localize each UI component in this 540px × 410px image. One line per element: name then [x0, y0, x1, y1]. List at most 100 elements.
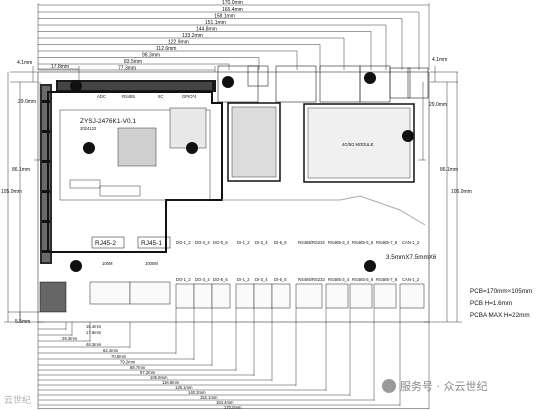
top-dimension-lines — [37, 3, 430, 80]
dim-top-0: 170.0mm — [222, 0, 243, 6]
top-connector-row: ADC RS485 IIC GPIO*4 — [56, 80, 216, 99]
module-title: ZYSJ-2476K1-V0.1 — [80, 118, 136, 125]
dim-top-5: 133.2mm — [182, 33, 203, 39]
label-gpio: GPIO*4 — [182, 94, 197, 99]
upper-label-8: RS485-5_6 — [352, 240, 374, 245]
upper-label-9: RS485-7_8 — [376, 240, 398, 245]
rj45-2-label: RJ45-2 — [95, 240, 116, 247]
upper-label-1: DO-3_4 — [195, 240, 210, 245]
dim-bottom-8: 97.2mm — [140, 370, 156, 375]
bottom-dimension-lines — [37, 308, 430, 409]
dim-bottom-3: 48.3mm — [86, 342, 102, 347]
dim-top-4: 144.8mm — [196, 27, 217, 33]
mount-hole-left-mid — [70, 80, 82, 92]
mount-hole-top-right — [364, 72, 376, 84]
lower-label-0: DO-1_2 — [176, 277, 191, 282]
lower-label-4: DI-3_4 — [255, 277, 268, 282]
bottom-terminal-blocks — [89, 281, 425, 309]
dim-bottom-9: 105.9mm — [150, 375, 168, 380]
pcb-outline — [37, 71, 430, 323]
board-routing-line — [222, 195, 426, 226]
g4-module — [303, 103, 415, 183]
lower-label-5: DI-5_6 — [274, 277, 287, 282]
mount-hole-top-center — [222, 76, 234, 88]
rj45-1-box — [137, 236, 171, 249]
dim-bottom-7: 88.7mm — [130, 365, 146, 370]
module-mount-hole-1 — [83, 142, 95, 154]
dim-bottom-15: 170.0mm — [224, 405, 242, 410]
dim-bottom-10: 116.8mm — [162, 380, 180, 385]
upper-label-2: DO-5_6 — [213, 240, 228, 245]
speed-label-1000m: 1000M — [145, 261, 158, 266]
lower-label-10: CAN-1_2 — [402, 277, 420, 282]
dim-top-8: 96.3mm — [142, 53, 160, 59]
upper-label-10: CAN-1_2 — [402, 240, 420, 245]
mount-hole-bottom-right — [364, 260, 376, 272]
dim-bottom-12: 140.3mm — [188, 390, 206, 395]
dim-left-105: 105.0mm — [1, 189, 22, 195]
label-iic: IIC — [158, 94, 163, 99]
upper-label-6: RS485/RS232 — [298, 240, 325, 245]
dim-bottom-1: 17.6mm — [86, 330, 102, 335]
mount-hole-bottom-left — [70, 260, 82, 272]
dim-top-right-4-1: 4.1mm — [432, 57, 447, 63]
side-dimension-texts: 4.1mm 4.1mm 29.0mm 29.0mm 86.1mm 86.1mm … — [1, 57, 472, 325]
power-jack — [39, 281, 67, 313]
dim-bottom-6: 79.2mm — [120, 360, 136, 365]
rj45-1-label: RJ45-1 — [141, 240, 162, 247]
dim-top-11: 17.8mm — [51, 64, 69, 70]
upper-label-5: DI-5_6 — [274, 240, 287, 245]
dim-bottom-14: 164.4mm — [216, 400, 234, 405]
spec-line-2: PCBA MAX H=22mm — [470, 312, 530, 319]
watermark-text: 服务号 · 众云世纪 — [400, 380, 488, 393]
watermark-logo-icon — [382, 379, 396, 393]
lower-label-2: DO-5_6 — [213, 277, 228, 282]
lower-label-1: DO-3_4 — [195, 277, 210, 282]
dim-top-7: 112.6mm — [156, 46, 176, 52]
dim-left-5-5: 5.5mm — [15, 319, 30, 325]
left-connector-strip — [40, 84, 52, 264]
label-adc: ADC — [97, 94, 106, 99]
dim-bottom-13: 152.1mm — [200, 395, 218, 400]
label-rs485-top: RS485 — [122, 94, 135, 99]
center-module — [227, 102, 281, 182]
lower-label-9: RS485-7_8 — [376, 277, 398, 282]
speed-label-100m: 100M — [102, 261, 113, 266]
dim-right-29: 29.0mm — [429, 102, 447, 108]
dim-top-9: 83.5mm — [124, 59, 142, 65]
dim-bottom-2: 29.3mm — [62, 336, 78, 341]
compute-module-inner — [59, 107, 211, 201]
spec-block: PCB=170mm×105mm PCB H=1.6mm PCBA MAX H=2… — [470, 288, 532, 319]
upper-label-0: DO-1_2 — [176, 240, 191, 245]
spec-line-1: PCB H=1.6mm — [470, 300, 512, 307]
dim-top-6: 122.9mm — [168, 40, 189, 46]
module-mount-hole-2 — [186, 142, 198, 154]
upper-label-3: DI-1_2 — [237, 240, 250, 245]
watermark-corner: 云世纪 — [4, 394, 31, 406]
top-dimension-texts: 170.0mm 165.4mm 158.1mm 151.1mm 144.8mm … — [51, 0, 243, 72]
upper-connector-labels: DO-1_2 DO-3_4 DO-5_6 DI-1_2 DI-3_4 DI-5_… — [176, 240, 420, 245]
dim-top-10: 77.3mm — [118, 66, 136, 72]
module-date: 2024122 — [80, 126, 97, 131]
mount-hole-right-mid — [402, 130, 414, 142]
lower-label-6: RS485/RS232 — [298, 277, 325, 282]
dim-left-86: 86.1mm — [12, 167, 30, 173]
lower-label-7: RS485-3_4 — [328, 277, 350, 282]
watermark: 服务号 · 众云世纪 云世纪 — [4, 379, 488, 406]
spec-line-0: PCB=170mm×105mm — [470, 288, 532, 295]
rj45-2-box — [91, 236, 125, 249]
dim-bottom-11: 128.1mm — [175, 385, 193, 390]
lower-label-3: DI-1_2 — [237, 277, 250, 282]
dim-top-2: 158.1mm — [214, 14, 235, 20]
upper-label-4: DI-3_4 — [255, 240, 268, 245]
dim-top-1: 165.4mm — [222, 7, 243, 13]
dim-bottom-4: 62.4mm — [103, 348, 119, 353]
g4-module-label: 4G/5G MODULE — [342, 142, 374, 147]
lower-label-8: RS485-5_6 — [352, 277, 374, 282]
dim-right-105: 105.0mm — [451, 189, 472, 195]
dim-right-86: 86.1mm — [440, 167, 458, 173]
dim-left-29: 29.0mm — [18, 99, 36, 105]
dim-bottom-0: 15.4mm — [86, 324, 102, 329]
lower-connector-labels: DO-1_2 DO-3_4 DO-5_6 DI-1_2 DI-3_4 DI-5_… — [176, 277, 420, 282]
